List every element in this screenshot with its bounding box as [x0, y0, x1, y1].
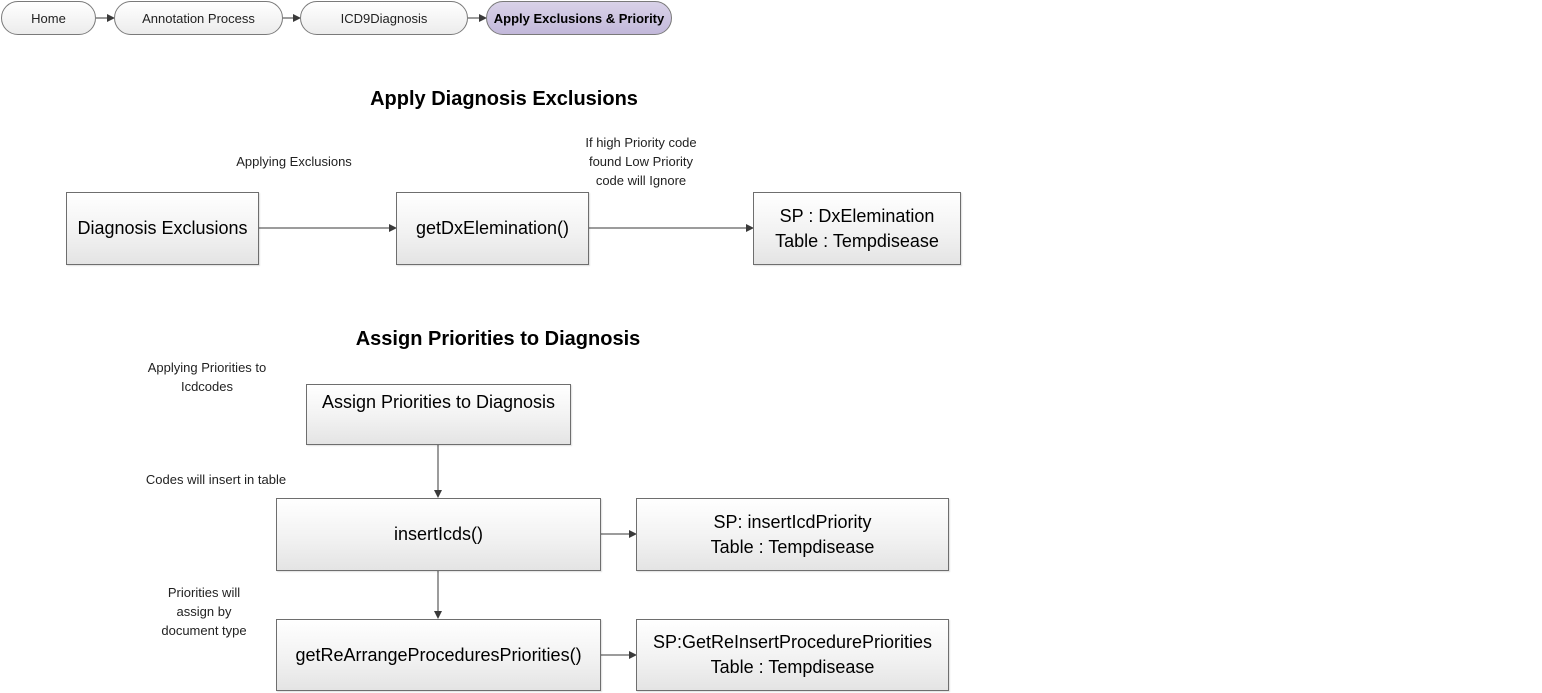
note-high-priority: If high Priority code found Low Priority…: [585, 135, 697, 188]
exclusions-section-title: Apply Diagnosis Exclusions: [370, 88, 638, 110]
breadcrumb-home[interactable]: Home: [1, 1, 96, 35]
note-applying-priorities: Applying Priorities to Icdcodes: [147, 360, 267, 394]
get-rearrange-priorities-box: getReArrangeProceduresPriorities(): [276, 619, 601, 691]
note-codes-insert: Codes will insert in table: [145, 472, 287, 487]
assign-priorities-box: Assign Priorities to Diagnosis: [306, 384, 571, 445]
breadcrumb-annotation-process[interactable]: Annotation Process: [114, 1, 283, 35]
breadcrumb-apply-exclusions-priority[interactable]: Apply Exclusions & Priority: [486, 1, 672, 35]
diagnosis-exclusions-box: Diagnosis Exclusions: [66, 192, 259, 265]
breadcrumb-icd9diagnosis[interactable]: ICD9Diagnosis: [300, 1, 468, 35]
note-applying-exclusions: Applying Exclusions: [236, 154, 352, 169]
note-priorities-assign: Priorities will assign by document type: [161, 585, 247, 638]
sp-reinsert-procedure-priorities-box: SP:GetReInsertProcedurePriorities Table …: [636, 619, 949, 691]
sp-dx-elemination-box: SP : DxElemination Table : Tempdisease: [753, 192, 961, 265]
priorities-section-title: Assign Priorities to Diagnosis: [355, 328, 641, 350]
get-dx-elemination-box: getDxElemination(): [396, 192, 589, 265]
insert-icds-box: insertIcds(): [276, 498, 601, 571]
sp-insert-icd-priority-box: SP: insertIcdPriority Table : Tempdiseas…: [636, 498, 949, 571]
